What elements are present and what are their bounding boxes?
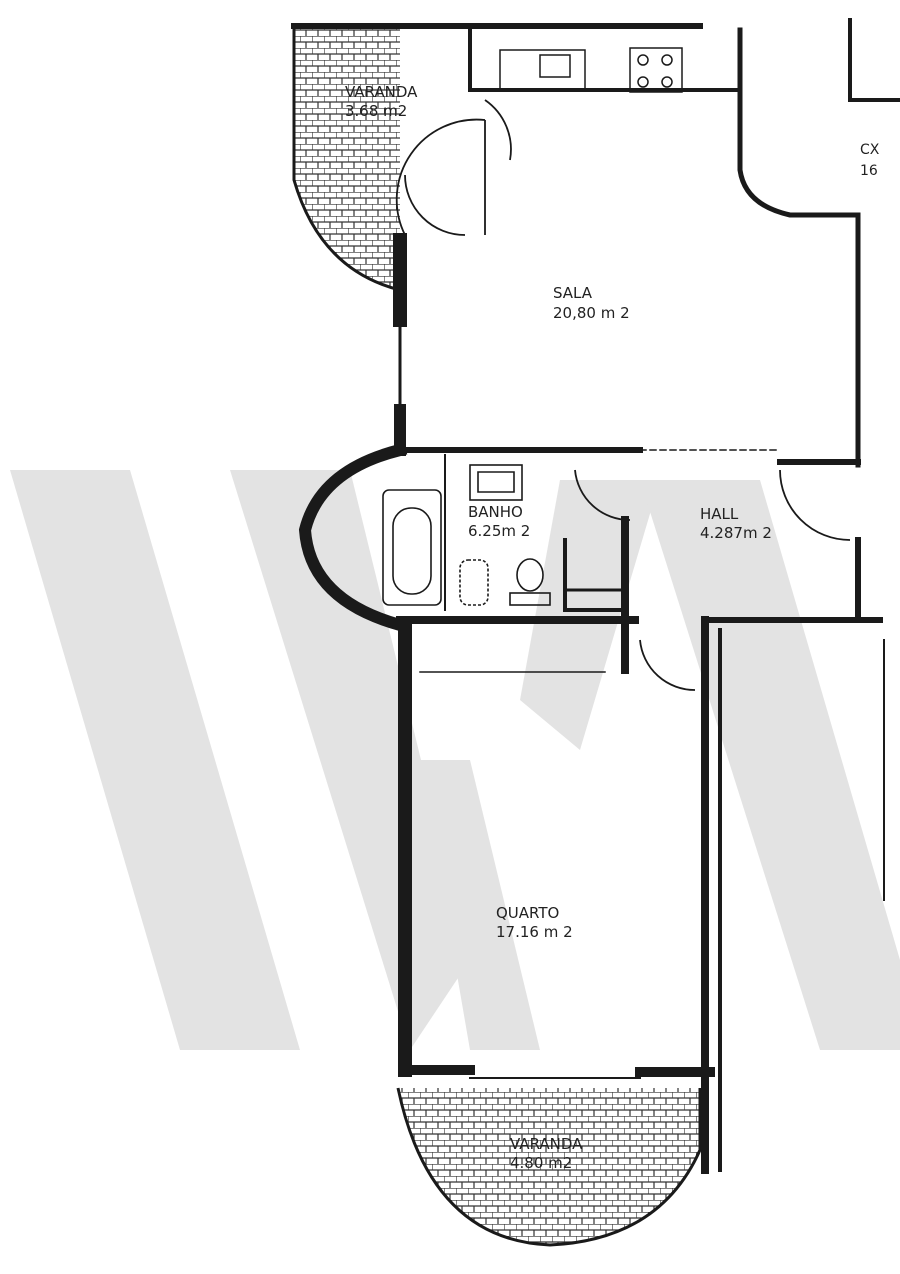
edge-label-name: CX [860, 142, 880, 158]
walls [291, 18, 900, 1174]
room-name-sala: SALA [553, 284, 593, 302]
room-name-varanda-top: VARANDA [345, 83, 418, 101]
door-swings [395, 99, 851, 691]
room-area-hall: 4.287m 2 [700, 524, 772, 542]
room-name-varanda-bottom: VARANDA [510, 1135, 583, 1153]
room-labels: VARANDA 3.68 m2 SALA 20,80 m 2 BANHO 6.2… [345, 83, 880, 1172]
room-area-varanda-top: 3.68 m2 [345, 102, 407, 120]
room-name-quarto: QUARTO [496, 904, 559, 922]
room-area-varanda-bottom: 4.80 m2 [510, 1154, 572, 1172]
bath-fixtures [382, 464, 551, 606]
room-area-banho: 6.25m 2 [468, 522, 530, 540]
room-name-banho: BANHO [468, 503, 523, 521]
varanda-top-tiles [292, 28, 401, 292]
kitchen-fixtures [499, 47, 683, 93]
room-area-quarto: 17.16 m 2 [496, 923, 573, 941]
room-area-sala: 20,80 m 2 [553, 304, 630, 322]
watermark-logo [10, 470, 900, 1050]
room-name-hall: HALL [700, 505, 739, 523]
edge-label-area: 16 [860, 163, 878, 179]
